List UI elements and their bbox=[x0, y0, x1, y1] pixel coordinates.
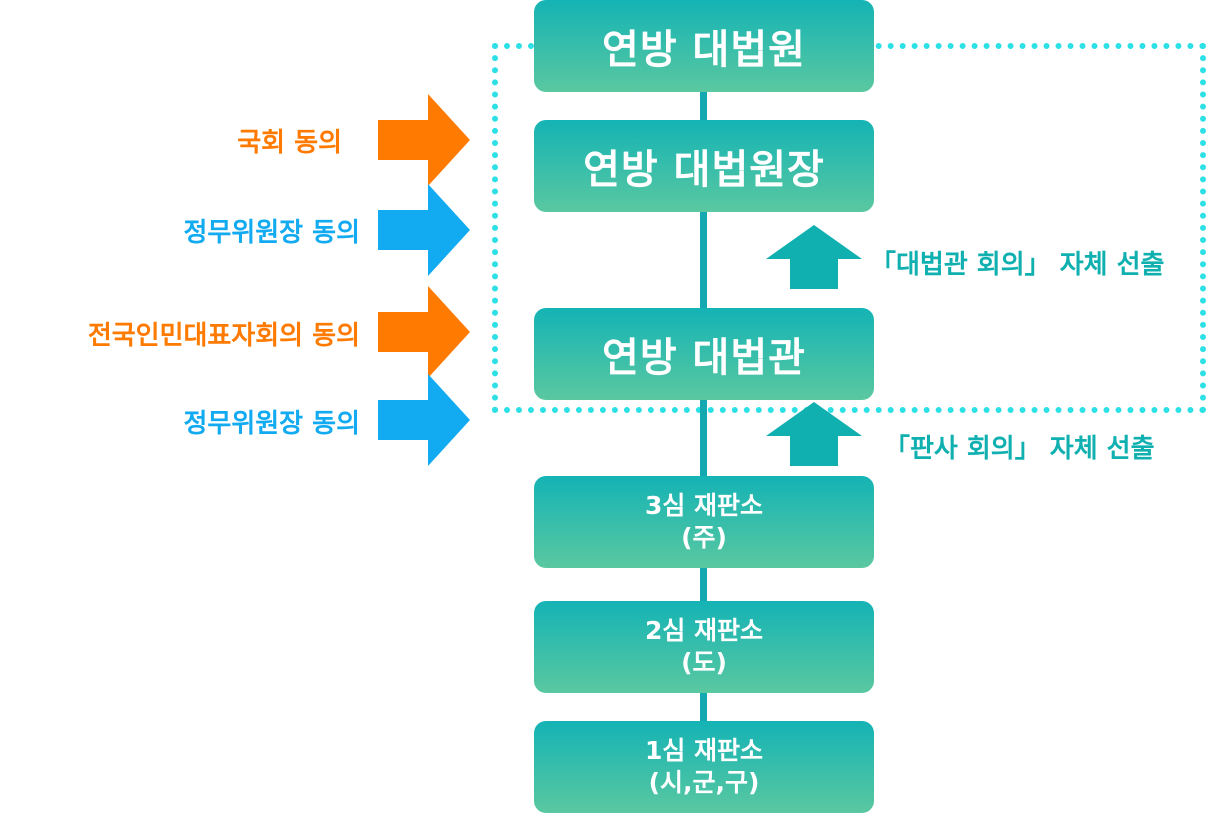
supreme-court-label: 연방 대법원 bbox=[602, 27, 806, 73]
third-court-label-line1: 3심 재판소 bbox=[644, 491, 764, 520]
first-court-label-line1: 1심 재판소 bbox=[644, 736, 764, 765]
judges-council-label: 「판사 회의」 자체 선출 bbox=[884, 434, 1155, 464]
second-court-label-line1: 2심 재판소 bbox=[644, 616, 764, 645]
npc-consent-label: 전국인민대표자회의 동의 bbox=[87, 321, 360, 351]
arrow-right-icon bbox=[378, 286, 470, 378]
justice-box: 연방 대법관 bbox=[534, 308, 874, 400]
arrow-right-icon bbox=[378, 374, 470, 466]
arrow-right-icon bbox=[378, 94, 470, 186]
chief-justice-box: 연방 대법원장 bbox=[534, 120, 874, 212]
premier-consent-label-2: 정무위원장 동의 bbox=[183, 409, 361, 439]
first-court-box: 1심 재판소 (시,군,구) bbox=[534, 721, 874, 813]
arrow-right-icon bbox=[378, 184, 470, 276]
third-court-box: 3심 재판소 (주) bbox=[534, 476, 874, 568]
chief-justice-label: 연방 대법원장 bbox=[583, 147, 825, 193]
second-court-label-line2: (도) bbox=[681, 648, 727, 677]
justice-label: 연방 대법관 bbox=[602, 335, 806, 381]
first-court-label-line2: (시,군,구) bbox=[648, 768, 760, 797]
second-court-box: 2심 재판소 (도) bbox=[534, 601, 874, 693]
premier-consent-label-1: 정무위원장 동의 bbox=[183, 218, 361, 248]
arrow-up-icon bbox=[766, 225, 862, 289]
justices-council-label: 「대법관 회의」 자체 선출 bbox=[870, 250, 1165, 280]
hierarchy-connector-line bbox=[700, 80, 707, 730]
third-court-label-line2: (주) bbox=[681, 523, 727, 552]
arrow-up-icon bbox=[766, 402, 862, 466]
supreme-court-box: 연방 대법원 bbox=[534, 0, 874, 92]
congress-consent-label: 국회 동의 bbox=[237, 128, 342, 158]
